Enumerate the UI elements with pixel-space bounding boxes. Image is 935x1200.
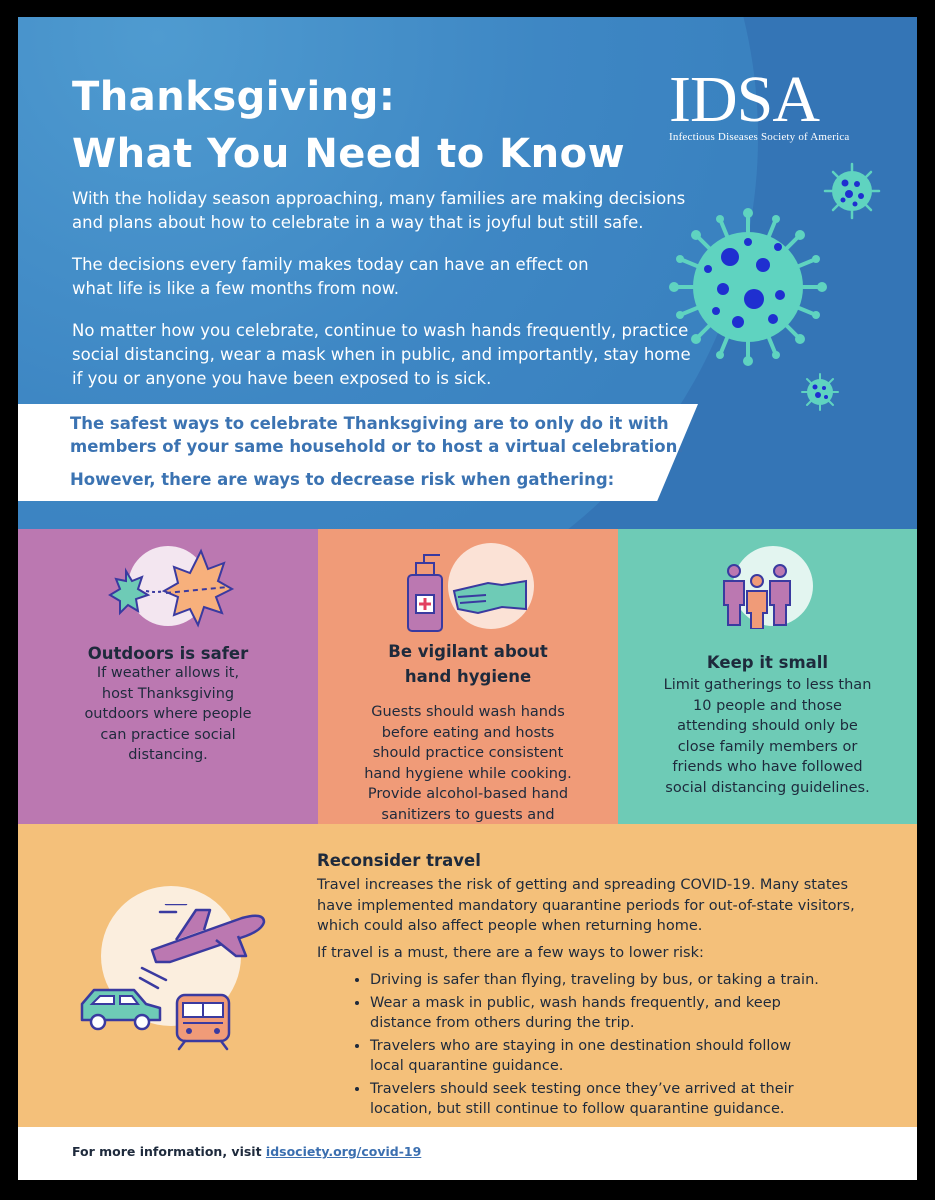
tip-outdoors: Outdoors is safer If weather allows it, … <box>18 529 318 824</box>
intro-paragraph-1: With the holiday season approaching, man… <box>72 189 686 232</box>
footer: For more information, visit idsociety.or… <box>18 1127 917 1180</box>
idsa-logo: IDSA Infectious Diseases Society of Amer… <box>669 63 850 144</box>
tip-heading: Outdoors is safer <box>87 644 249 663</box>
travel-section: Reconsider travel Travel increases the r… <box>18 824 917 1127</box>
banner-background <box>18 404 698 501</box>
list-item: Wear a mask in public, wash hands freque… <box>370 993 820 1034</box>
list-item: Travelers should seek testing once they’… <box>370 1079 820 1120</box>
footer-text: For more information, visit idsociety.or… <box>72 1144 421 1159</box>
tip-hand-hygiene: Be vigilant about hand hygiene Guests sh… <box>318 529 618 843</box>
virus-small-icon <box>823 162 881 220</box>
tip-heading: Keep it small <box>706 653 829 672</box>
travel-paragraph: Travel increases the risk of getting and… <box>317 877 855 934</box>
travel-bullet-list: Driving is safer than flying, traveling … <box>349 970 820 1122</box>
list-item: Travelers who are staying in one destina… <box>370 1036 820 1077</box>
hand-sanitizer-icon <box>407 554 527 632</box>
people-group-icon <box>723 564 791 629</box>
page-title: Thanksgiving: What You Need to Know <box>72 69 625 183</box>
footer-label: For more information, visit <box>72 1144 266 1159</box>
logo-subtitle: Infectious Diseases Society of America <box>669 131 850 143</box>
intro-text: With the holiday season approaching, man… <box>72 187 692 409</box>
virus-large-icon <box>669 208 827 366</box>
tip-heading: Be vigilant about hand hygiene <box>388 642 548 686</box>
speed-lines-icon <box>138 966 168 990</box>
intro-paragraph-2: The decisions every family makes today c… <box>72 255 589 298</box>
train-icon <box>175 993 231 1051</box>
footer-link[interactable]: idsociety.org/covid-19 <box>265 1144 422 1159</box>
banner-safest: The safest ways to celebrate Thanksgivin… <box>70 414 684 456</box>
car-icon <box>80 988 162 1031</box>
travel-heading: Reconsider travel <box>317 851 481 870</box>
intro-paragraph-3: No matter how you celebrate, continue to… <box>72 321 691 388</box>
infographic-page: Thanksgiving: What You Need to Know With… <box>18 17 917 1180</box>
banner-however: However, there are ways to decrease risk… <box>70 470 615 489</box>
airplane-icon <box>150 904 266 964</box>
tip-text: If weather allows it, host Thanksgiving … <box>84 665 252 763</box>
travel-paragraph-2: If travel is a must, there are a few way… <box>317 945 704 961</box>
virus-tiny-icon <box>801 373 839 411</box>
tip-keep-small: Keep it small Limit gatherings to less t… <box>618 529 917 824</box>
tip-text: Limit gatherings to less than 10 people … <box>663 677 872 796</box>
list-item: Driving is safer than flying, traveling … <box>370 970 820 991</box>
title-line-1: Thanksgiving: <box>72 74 396 120</box>
logo-mark: IDSA <box>669 63 820 136</box>
banner-text: The safest ways to celebrate Thanksgivin… <box>70 412 690 491</box>
tip-text: Guests should wash hands before eating a… <box>364 704 572 843</box>
title-line-2: What You Need to Know <box>72 131 626 177</box>
leaves-icon <box>108 548 235 628</box>
header-section: Thanksgiving: What You Need to Know With… <box>18 17 917 529</box>
